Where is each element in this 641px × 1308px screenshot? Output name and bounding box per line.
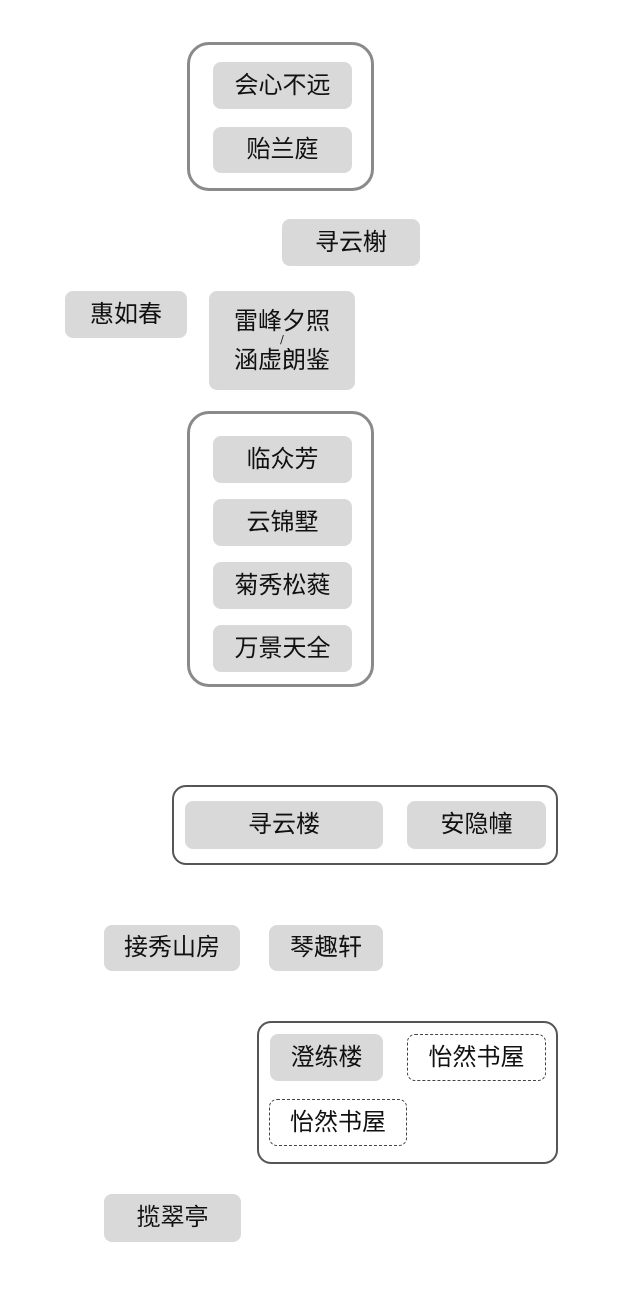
node: 澄练楼 bbox=[270, 1034, 383, 1081]
node: 寻云楼 bbox=[185, 801, 383, 849]
node: 会心不远 bbox=[213, 62, 352, 109]
node-lancui: 揽翠亭 bbox=[104, 1194, 241, 1242]
node-huiruchun: 惠如春 bbox=[65, 291, 187, 338]
node: 菊秀松蕤 bbox=[213, 562, 352, 609]
node-leifeng-line2: 涵虚朗鉴 bbox=[234, 345, 330, 374]
group-4 bbox=[257, 1021, 558, 1164]
node: 云锦墅 bbox=[213, 499, 352, 546]
node: 贻兰庭 bbox=[213, 127, 352, 173]
group-2 bbox=[187, 411, 374, 687]
node-leifeng-separator: / bbox=[280, 333, 284, 347]
node-dashed: 怡然书屋 bbox=[269, 1099, 407, 1146]
node-jiexiu: 接秀山房 bbox=[104, 925, 240, 971]
node-leifeng: 雷峰夕照 / 涵虚朗鉴 bbox=[209, 291, 355, 390]
node-qinqu: 琴趣轩 bbox=[269, 925, 383, 971]
group-3 bbox=[172, 785, 558, 865]
node: 临众芳 bbox=[213, 436, 352, 483]
node: 万景天全 bbox=[213, 625, 352, 672]
group-1 bbox=[187, 42, 374, 191]
node: 安隐幢 bbox=[407, 801, 546, 849]
node-leifeng-line1: 雷峰夕照 bbox=[234, 307, 330, 336]
node-dashed: 怡然书屋 bbox=[407, 1034, 546, 1081]
node-xunyunxie: 寻云榭 bbox=[282, 219, 420, 266]
